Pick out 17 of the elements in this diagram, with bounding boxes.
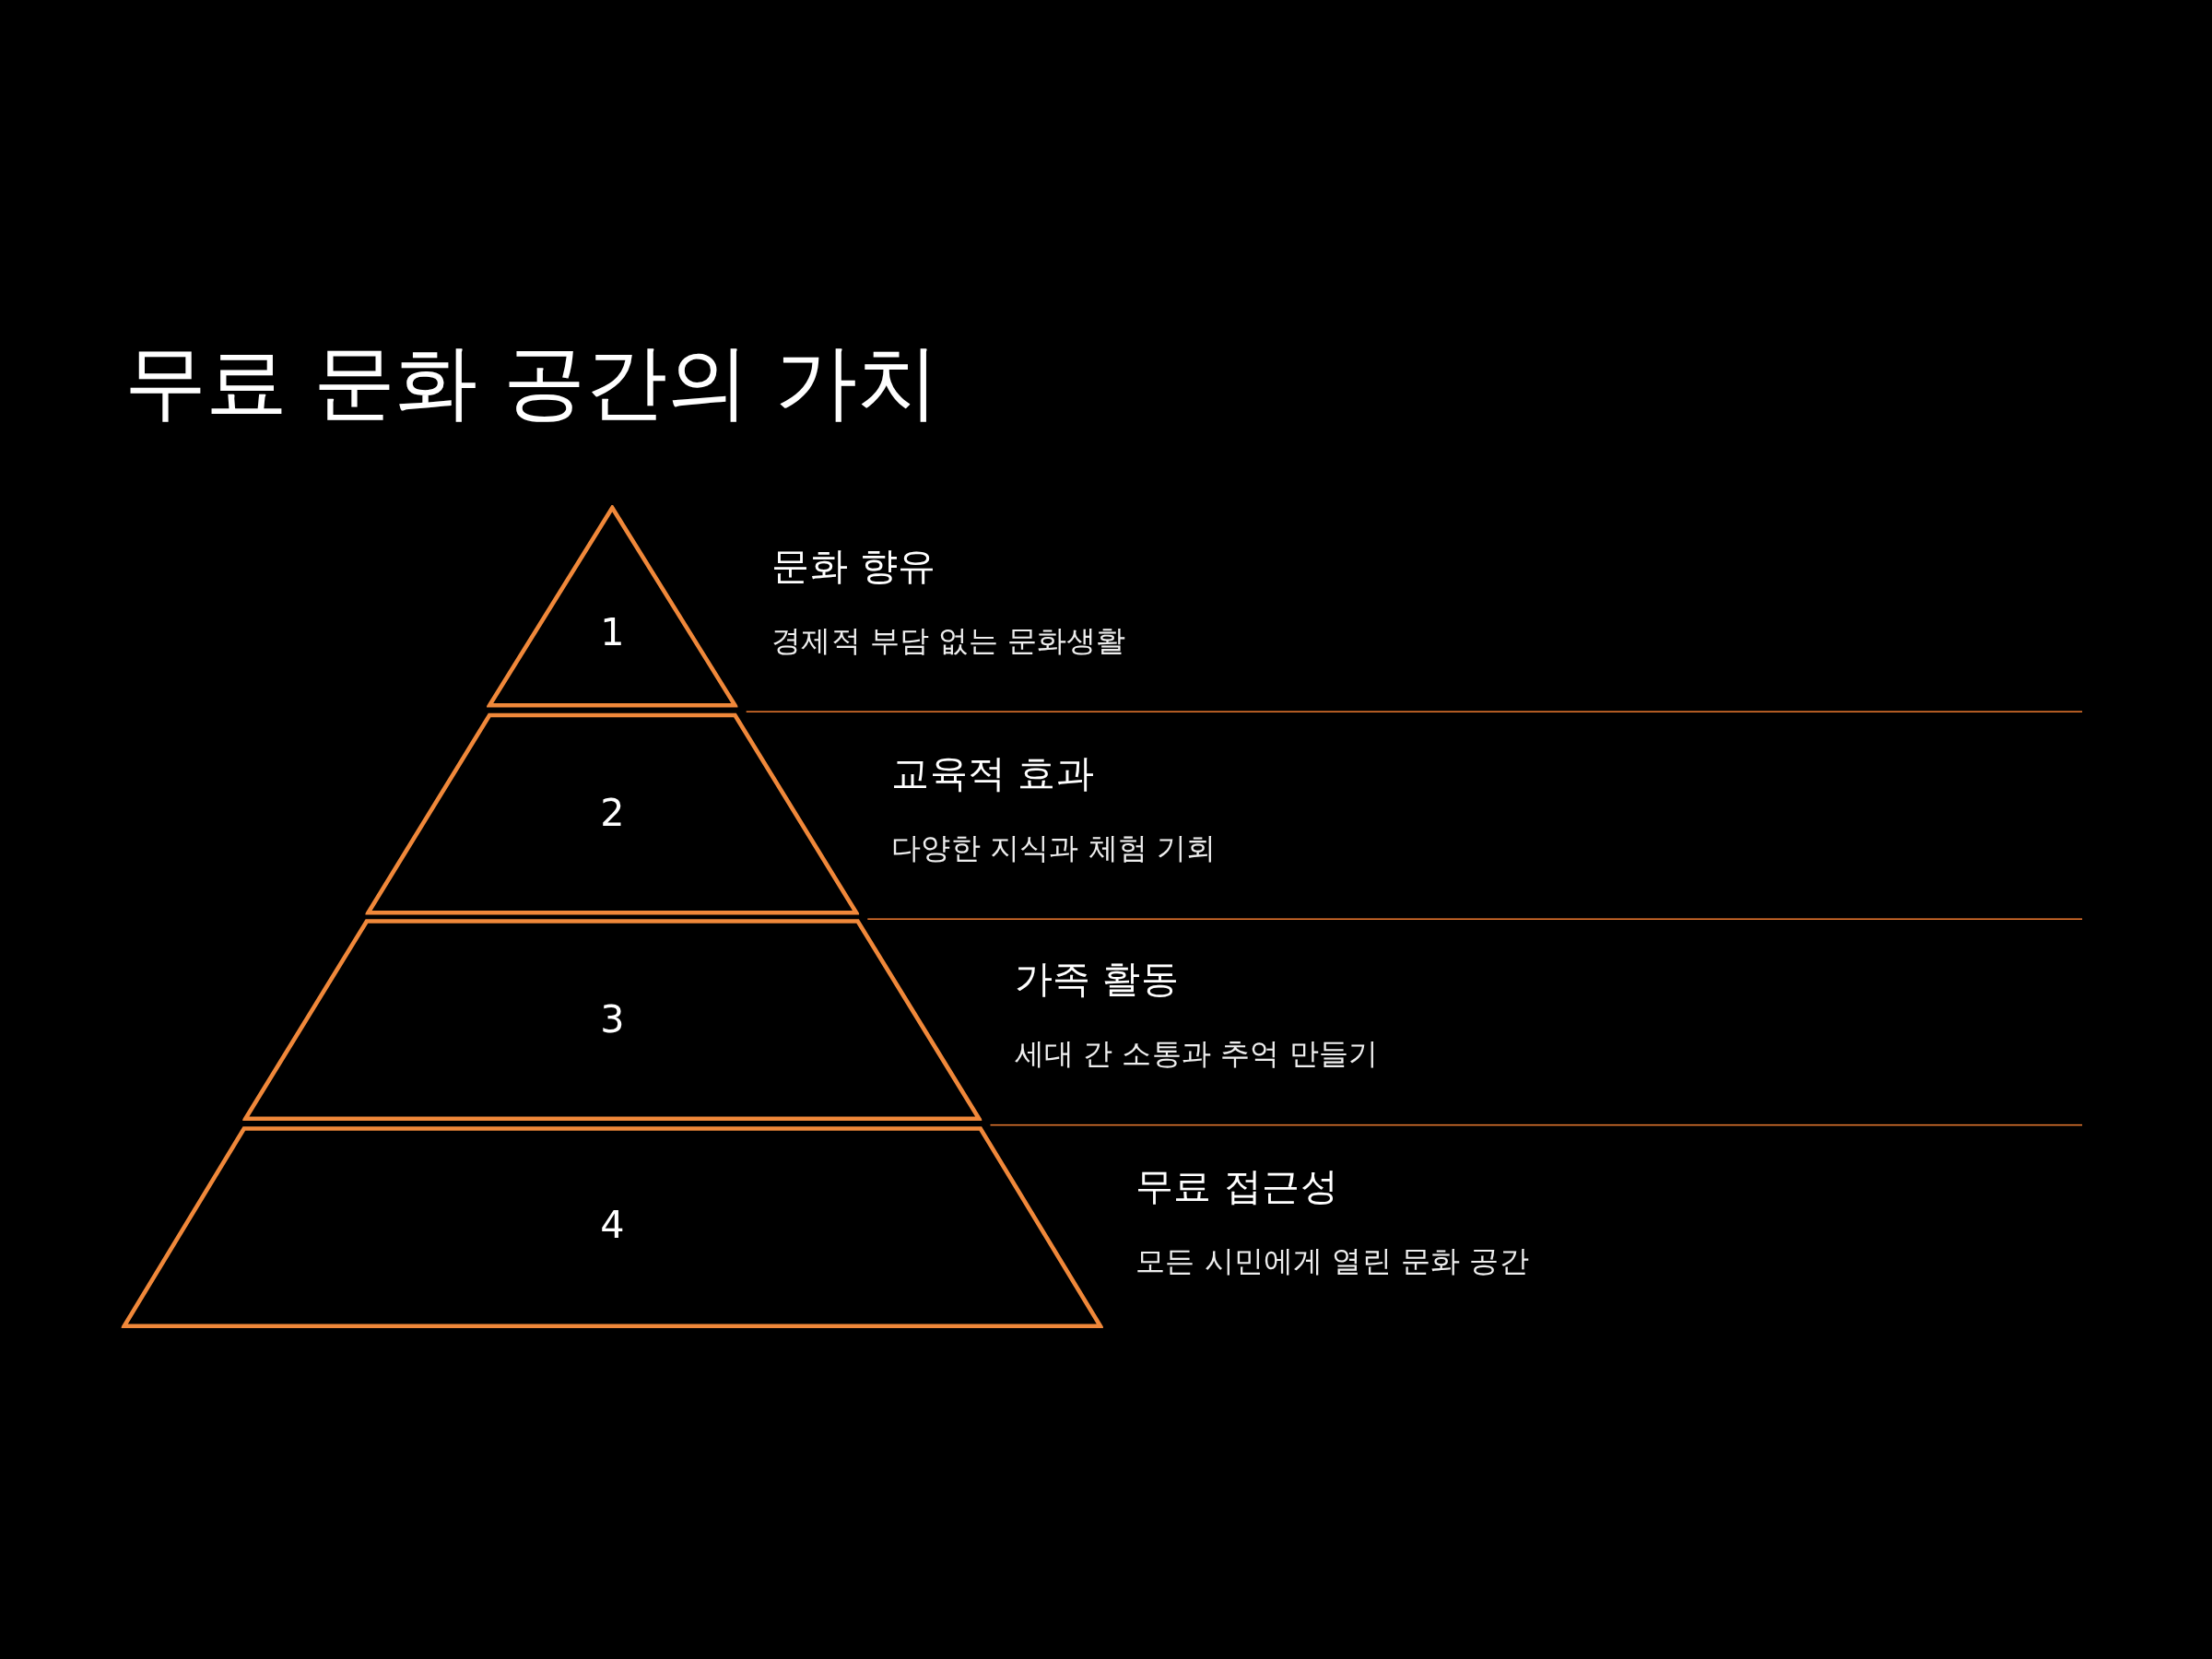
level-description: 경제적 부담 없는 문화생활 <box>771 625 1126 658</box>
level-heading: 가족 활동 <box>1014 958 1179 1000</box>
level-number: 3 <box>600 999 625 1038</box>
title: 무료 문화 공간의 가치 <box>124 341 939 424</box>
pyramid-level-trapezoid <box>365 712 860 916</box>
level-number: 1 <box>600 613 625 652</box>
level-heading: 무료 접근성 <box>1135 1165 1338 1207</box>
pyramid-top-triangle <box>487 504 738 709</box>
pyramid-level-trapezoid <box>121 1125 1103 1329</box>
level-description: 모든 시민에게 열린 문화 공간 <box>1135 1245 1529 1278</box>
level-heading: 문화 향유 <box>771 544 936 587</box>
level-description: 세대 간 소통과 추억 만들기 <box>1014 1038 1378 1071</box>
level-heading: 교육적 효과 <box>891 751 1095 794</box>
level-number: 4 <box>600 1205 625 1244</box>
level-description: 다양한 지식과 체험 기회 <box>891 832 1217 865</box>
level-number: 2 <box>600 793 625 832</box>
pyramid-level-trapezoid <box>242 918 982 1122</box>
